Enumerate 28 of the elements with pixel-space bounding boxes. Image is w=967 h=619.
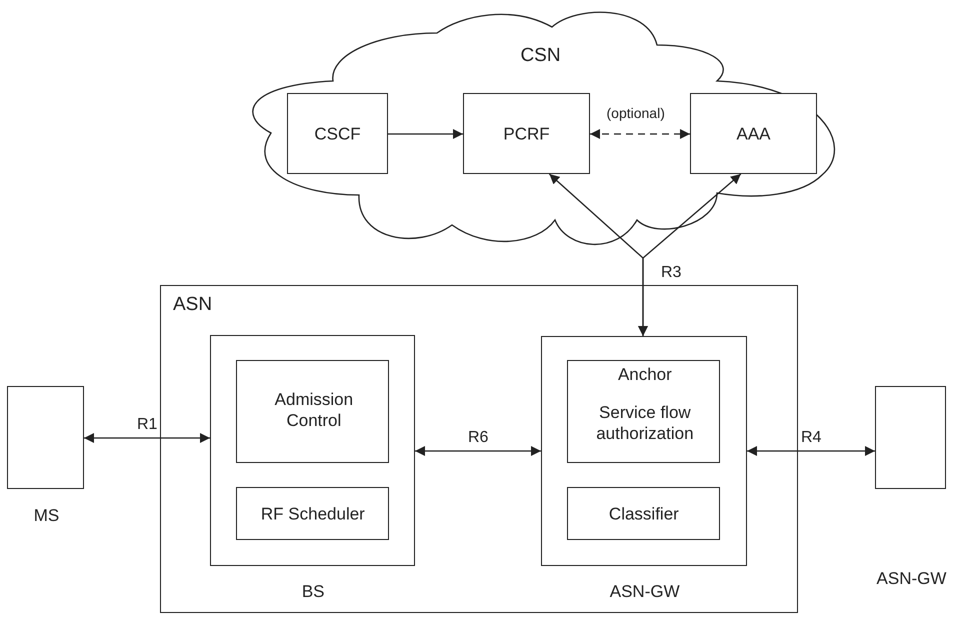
component-box <box>567 487 720 540</box>
component-box <box>160 285 798 613</box>
group-heading: ASN <box>173 294 214 315</box>
box-label: RF Scheduler <box>260 503 366 524</box>
component-box <box>287 93 388 174</box>
connector-arrow <box>747 446 875 456</box>
box-label: Anchor <box>616 364 673 386</box>
component-box <box>236 360 390 464</box>
component-box <box>567 360 720 464</box>
component-box <box>690 93 817 174</box>
connector-arrow <box>388 129 463 139</box>
box-caption: BS <box>300 580 326 602</box>
box-label: Classifier <box>608 503 680 524</box>
box-caption: MS <box>32 505 60 526</box>
group-heading: CSN <box>519 45 562 66</box>
component-box <box>236 487 390 540</box>
box-label: AAA <box>735 123 772 144</box>
connector-arrow <box>415 446 541 456</box>
connector-arrow <box>84 433 210 443</box>
box-label: Service flow authorization <box>595 402 695 444</box>
box-label: PCRF <box>502 123 551 144</box>
box-caption: ASN-GW <box>608 580 681 602</box>
box-caption: ASN-GW <box>876 568 948 589</box>
box-label: Admission Control <box>274 389 354 432</box>
connector-arrow <box>638 174 742 336</box>
box-label: CSCF <box>313 123 362 144</box>
connector-arrow <box>590 129 690 139</box>
component-box <box>463 93 590 174</box>
